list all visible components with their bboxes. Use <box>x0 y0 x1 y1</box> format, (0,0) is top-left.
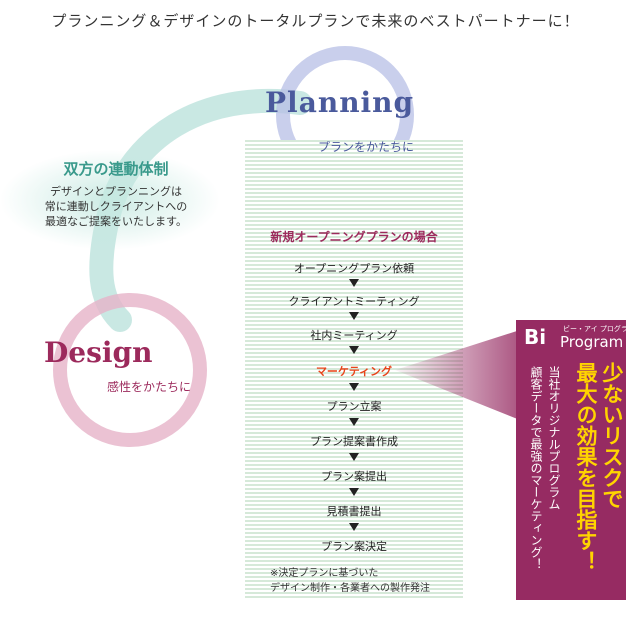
bi-program-box <box>516 320 626 600</box>
collaboration-line: デザインとプランニングは <box>50 185 182 198</box>
down-arrow-icon <box>349 418 359 426</box>
slogan-line: 少ないリスクで <box>600 362 625 509</box>
design-title: Design <box>44 336 153 369</box>
down-arrow-icon <box>349 279 359 287</box>
planning-subtitle: プランをかたちに <box>318 140 415 154</box>
marketing-beam <box>395 330 520 420</box>
bi-logo-ruby: ビー・アイ プログラム <box>563 325 631 333</box>
down-arrow-icon <box>349 523 359 531</box>
collaboration-glow <box>0 150 220 250</box>
bi-logo: Bi <box>524 325 547 349</box>
design-subtitle: 感性をかたちに <box>107 380 192 394</box>
footnote-line: ※決定プランに基づいた <box>270 568 379 579</box>
footnote-line: デザイン制作・各業者への製作発注 <box>270 583 430 594</box>
down-arrow-icon <box>349 453 359 461</box>
flow-step: プラン案決定 <box>321 540 387 553</box>
flow-step: プラン案提出 <box>321 470 387 483</box>
flow-step: 見積書提出 <box>326 505 382 518</box>
bi-logo-program: Program <box>560 333 624 351</box>
flow-step-highlight: マーケティング <box>315 365 393 378</box>
planning-title: Planning <box>265 86 415 119</box>
bi-slogan: 少ないリスクで 最大の効果を目指す！ <box>573 362 625 572</box>
flow-step: オープニングプラン依頼 <box>293 262 415 275</box>
collaboration-title: 双方の連動体制 <box>63 160 169 178</box>
flow-step: クライアントミーティング <box>288 295 420 308</box>
headline: プランニング＆デザインのトータルプランで未来のベストパートナーに！ <box>51 12 580 30</box>
description-line: 当社オリジナルプログラム <box>547 366 561 510</box>
flow-heading: 新規オープニングプランの場合 <box>270 230 438 244</box>
flow-step: プラン立案 <box>326 400 382 413</box>
flow-step: 社内ミーティング <box>310 329 398 342</box>
down-arrow-icon <box>349 346 359 354</box>
design-circle <box>53 293 207 447</box>
bi-description: 当社オリジナルプログラム 顧客データで最強のマーケティング！ <box>527 366 563 570</box>
down-arrow-icon <box>349 488 359 496</box>
flow-footnote: ※決定プランに基づいた デザイン制作・各業者への製作発注 <box>270 566 430 596</box>
down-arrow-icon <box>349 383 359 391</box>
description-line: 顧客データで最強のマーケティング！ <box>529 366 543 570</box>
flow-step: プラン提案書作成 <box>310 435 398 448</box>
slogan-line: 最大の効果を目指す！ <box>574 362 599 572</box>
collaboration-line: 最適なご提案をいたします。 <box>45 215 187 228</box>
down-arrow-icon <box>349 312 359 320</box>
collaboration-line: 常に連動しクライアントへの <box>44 200 188 213</box>
collaboration-text: デザインとプランニングは 常に連動しクライアントへの 最適なご提案をいたします。 <box>16 184 216 229</box>
